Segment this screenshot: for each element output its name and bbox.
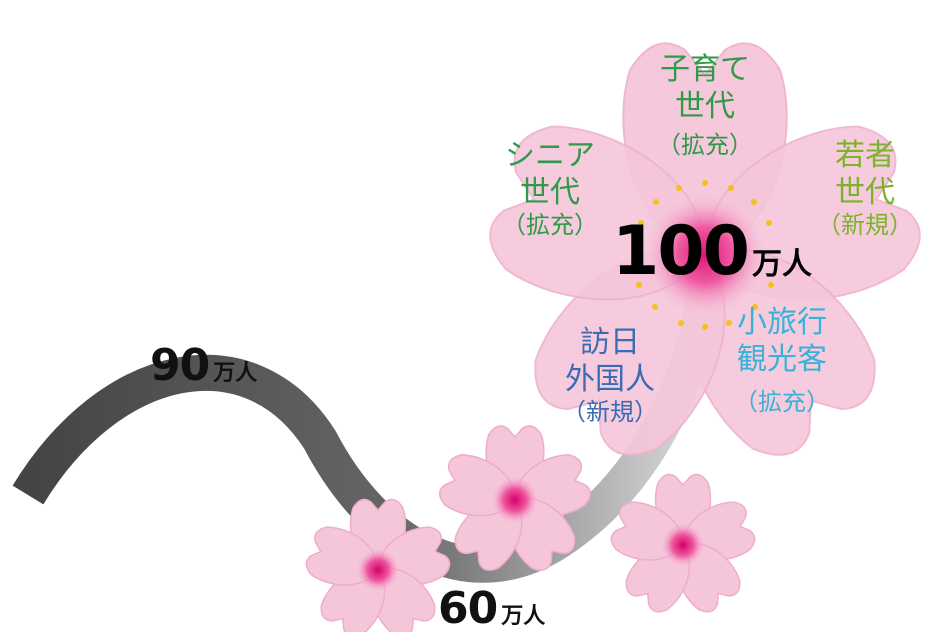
petal-label-lower-right: 小旅行 観光客 （拡充） [712, 305, 852, 417]
center-value: 100 [612, 212, 750, 291]
small-blossom-2 [434, 425, 596, 578]
label-line: 訪日 [580, 325, 640, 360]
petal-label-upper-right: 若者 世代 （新規） [800, 138, 930, 240]
label-line: 世代 [835, 174, 895, 210]
label-line: 観光客 [737, 341, 827, 377]
label-line: 子育て [660, 52, 750, 87]
label-sub: （拡充） [657, 131, 753, 160]
petal-label-lower-left: 訪日 外国人 （新規） [545, 325, 675, 427]
stat-middle-value: 60 [438, 583, 498, 634]
label-line: 外国人 [565, 361, 655, 397]
label-line: シニア [505, 138, 595, 173]
label-sub: （新規） [562, 398, 658, 427]
center-unit: 万人 [751, 247, 812, 282]
petal-label-upper-left: シニア 世代 （拡充） [480, 138, 620, 240]
stat-start-value: 90 [150, 340, 210, 391]
large-blossom [477, 42, 933, 476]
petal-label-top: 子育て 世代 （拡充） [640, 52, 770, 160]
small-blossom-1 [301, 498, 455, 632]
label-sub: （拡充） [734, 388, 830, 417]
small-blossom-3 [606, 473, 760, 619]
stat-middle-unit: 万人 [501, 604, 546, 629]
label-sub: （拡充） [502, 211, 598, 240]
stamen-dots [636, 180, 774, 330]
stat-start-unit: 万人 [213, 361, 258, 386]
label-line: 若者 [835, 138, 895, 173]
label-line: 小旅行 [737, 305, 827, 340]
label-sub: （新規） [817, 211, 913, 240]
label-line: 世代 [520, 174, 580, 210]
label-line: 世代 [675, 88, 735, 124]
blossom-center-glow [643, 193, 767, 317]
